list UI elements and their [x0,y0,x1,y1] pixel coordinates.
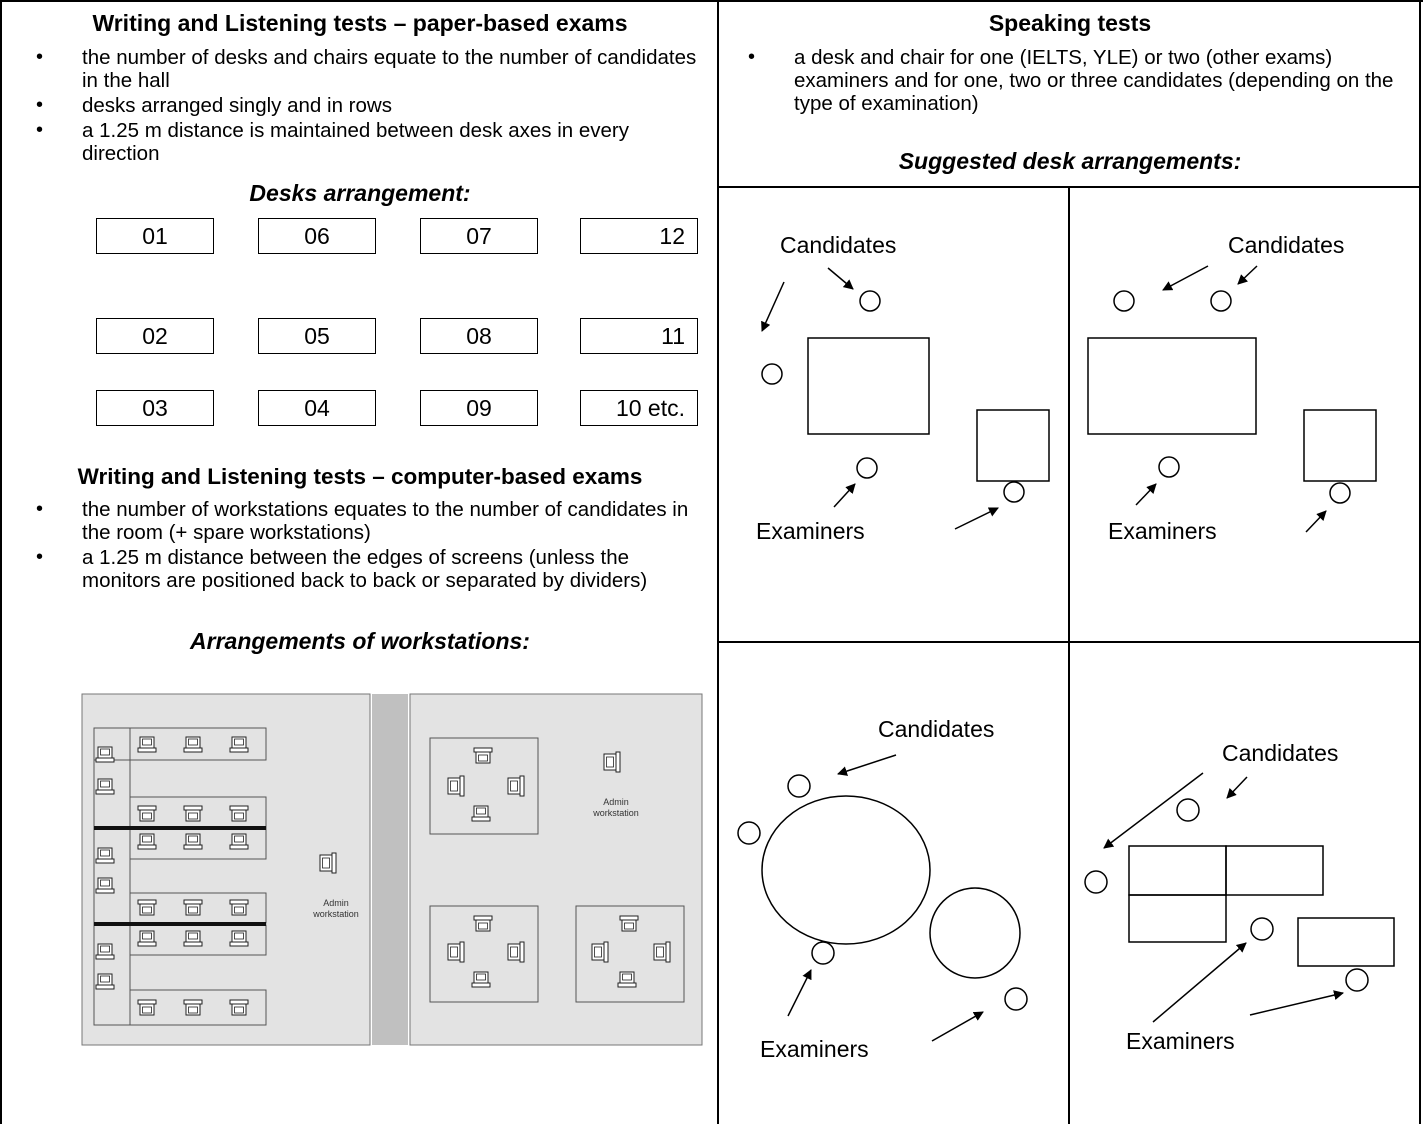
right-inner-column-divider [1068,186,1070,1124]
speaking-heading: Speaking tests [988,10,1152,36]
desks-arrangement-title: Desks arrangement: [249,180,471,206]
desk-12: 12 [580,218,698,254]
candidate-desk [1297,917,1395,967]
candidates-label: Candidates [1222,740,1339,766]
paper-based-heading: Writing and Listening tests – paper-base… [92,10,628,36]
examiners-label: Examiners [756,518,865,544]
round-table [929,887,1021,979]
table-border-right [1419,0,1421,1124]
chair [1158,456,1180,478]
chair [1113,290,1135,312]
computer-based-heading: Writing and Listening tests – computer-b… [77,464,643,489]
candidate-desk [976,409,1050,482]
chair [856,457,878,479]
chair [1329,482,1351,504]
admin-workstation-label-left: Admin workstation [313,898,359,919]
desk-06: 06 [258,218,376,254]
examiner-desk [1225,845,1324,896]
examiners-label: Examiners [1108,518,1217,544]
chair [1250,917,1274,941]
computer-bullet-list: the number of workstations equates to th… [18,498,698,594]
chair [859,290,881,312]
paper-bullet-list: the number of desks and chairs equate to… [18,46,708,167]
table-border-top [0,0,1423,2]
workstations-arrangement-title: Arrangements of workstations: [190,628,530,654]
speaking-diagrams [737,265,1395,1042]
candidates-label: Candidates [780,232,897,258]
chair [1004,987,1028,1011]
corridor [372,694,408,1045]
chair [1210,290,1232,312]
list-item: the number of workstations equates to th… [18,498,698,544]
chair [1084,870,1108,894]
chair [1345,968,1369,992]
list-item: a desk and chair for one (IELTS, YLE) or… [730,46,1410,115]
speaking-bullet-list: a desk and chair for one (IELTS, YLE) or… [730,46,1410,117]
examiner-desk [1128,845,1227,896]
chair [811,941,835,965]
suggested-arrangements-title: Suggested desk arrangements: [898,148,1242,174]
desk-02: 02 [96,318,214,354]
admin-workstation-label-right: Admin workstation [593,797,639,818]
chair [1003,481,1025,503]
chair [761,363,783,385]
desk-10: 10 etc. [580,390,698,426]
room-right [409,693,703,1046]
table-border-left [0,0,2,1124]
desk-07: 07 [420,218,538,254]
desk-09: 09 [420,390,538,426]
candidate-desk [1303,409,1377,482]
candidates-label: Candidates [878,716,995,742]
candidates-label: Candidates [1228,232,1345,258]
column-divider [717,0,719,1124]
list-item: a 1.25 m distance is maintained between … [18,119,708,165]
chair [787,774,811,798]
desk-01: 01 [96,218,214,254]
list-item: the number of desks and chairs equate to… [18,46,708,92]
desk-08: 08 [420,318,538,354]
workstation-floorplan [81,693,703,1046]
examiner-desk [807,337,930,435]
examiners-label: Examiners [760,1036,869,1062]
chair [1176,798,1200,822]
examiner-desk [1087,337,1257,435]
round-table [761,795,931,945]
chair [737,821,761,845]
list-item: a 1.25 m distance between the edges of s… [18,546,698,592]
desk-04: 04 [258,390,376,426]
examiner-desk [1128,894,1227,943]
desk-05: 05 [258,318,376,354]
examiners-label: Examiners [1126,1028,1235,1054]
desk-11: 11 [580,318,698,354]
list-item: desks arranged singly and in rows [18,94,708,117]
desk-03: 03 [96,390,214,426]
